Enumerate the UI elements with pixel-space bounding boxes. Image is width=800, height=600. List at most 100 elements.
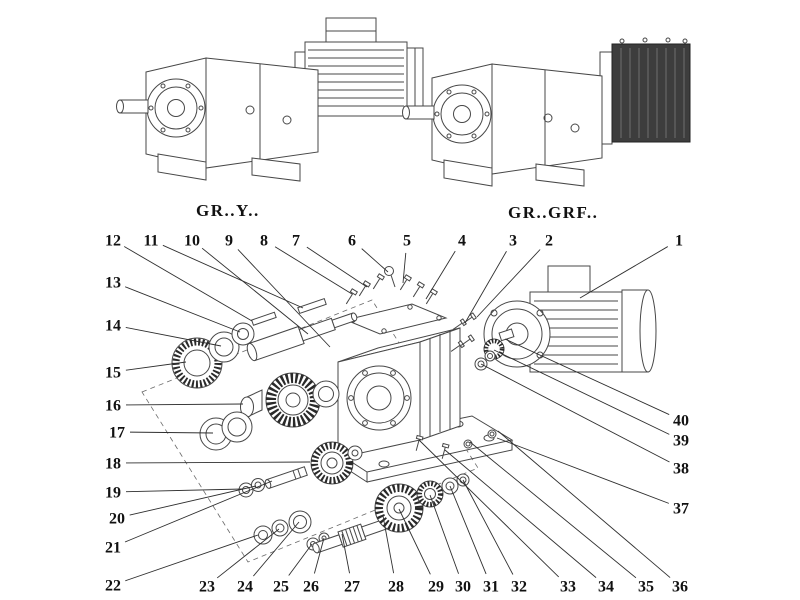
callout-5: 5 (403, 233, 411, 250)
input-shaft-10 (246, 312, 358, 362)
callout-30: 30 (455, 579, 471, 596)
callout-14: 14 (105, 318, 121, 335)
callout-29: 29 (428, 579, 444, 596)
gear-housing-side (205, 57, 319, 169)
foot (251, 157, 301, 182)
callout-40: 40 (673, 413, 689, 430)
callout-11: 11 (143, 233, 158, 250)
vent-plug (384, 266, 396, 288)
leader-line-31 (449, 485, 487, 575)
callout-35: 35 (638, 579, 654, 596)
leader-line-25 (288, 543, 313, 576)
callout-1: 1 (675, 233, 683, 250)
exploded-view (141, 265, 657, 563)
leader-line-26 (313, 537, 325, 574)
leader-line-32 (462, 479, 514, 575)
top-cover (344, 303, 448, 335)
callout-23: 23 (199, 579, 215, 596)
leader-line-39 (493, 349, 670, 435)
bearing-17 (199, 411, 253, 451)
leader-line-21 (124, 480, 273, 543)
gear-housing-side (491, 63, 603, 175)
shaft-21 (264, 466, 308, 489)
leader-line-20 (129, 485, 257, 516)
callout-9: 9 (225, 233, 233, 250)
callout-21: 21 (105, 540, 121, 557)
callout-32: 32 (511, 579, 527, 596)
drawing-gearmotor-gr-grf (402, 37, 691, 187)
leader-line-18 (125, 461, 311, 464)
leader-line-35 (469, 441, 637, 579)
leader-line-8 (274, 246, 353, 295)
callout-2: 2 (545, 233, 553, 250)
pinion-key (498, 328, 515, 342)
leader-line-13 (124, 286, 241, 333)
washers-19-20 (238, 478, 265, 498)
input-shaft (119, 99, 149, 114)
leader-line-15 (125, 361, 187, 371)
callout-15: 15 (105, 365, 121, 382)
leader-line-28 (382, 515, 395, 574)
housing-body (337, 327, 461, 459)
leader-line-33 (418, 439, 560, 578)
callout-17: 17 (109, 425, 125, 442)
leader-line-29 (398, 508, 431, 575)
washers-22-23 (253, 519, 289, 545)
leader-line-37 (496, 437, 670, 504)
foot (443, 159, 493, 187)
motor-bolts-exploded (450, 312, 477, 352)
callout-8: 8 (260, 233, 268, 250)
callout-34: 34 (598, 579, 614, 596)
leader-line-17 (129, 431, 214, 434)
callout-37: 37 (673, 501, 689, 518)
callout-3: 3 (509, 233, 517, 250)
cover-fins (620, 48, 685, 138)
callout-4: 4 (458, 233, 466, 250)
bearing-small (312, 380, 340, 408)
housing-fins (429, 331, 451, 436)
callout-27: 27 (344, 579, 360, 596)
leader-line-14 (125, 327, 222, 347)
big-gear (265, 372, 321, 428)
key-11 (297, 297, 327, 315)
leader-line-24 (253, 521, 300, 577)
leader-line-19 (125, 488, 244, 493)
key-12 (251, 311, 277, 326)
callout-25: 25 (273, 579, 289, 596)
ring-13 (231, 322, 255, 346)
spacer-16 (240, 389, 263, 418)
boss-bolts (434, 89, 490, 139)
terminal-box (547, 265, 591, 295)
leader-line-4 (425, 250, 456, 300)
output-boss (146, 78, 206, 138)
callout-10: 10 (184, 233, 200, 250)
callout-20: 20 (109, 511, 125, 528)
leader-line-6 (361, 248, 389, 273)
callout-22: 22 (105, 578, 121, 595)
leader-line-1 (579, 246, 669, 299)
cover-bolts-exploded (345, 273, 439, 305)
callout-19: 19 (105, 485, 121, 502)
callout-28: 28 (388, 579, 404, 596)
callout-26: 26 (303, 579, 319, 596)
variant-label-gr-y: GR..Y.. (196, 201, 260, 220)
callout-6: 6 (348, 233, 356, 250)
callout-12: 12 (105, 233, 121, 250)
output-bore (346, 365, 412, 431)
leader-line-30 (429, 494, 459, 574)
motor-body (304, 41, 408, 117)
callout-13: 13 (105, 275, 121, 292)
callout-33: 33 (560, 579, 576, 596)
gear-29 (374, 483, 424, 533)
leader-line-23 (216, 528, 280, 579)
leader-line-36 (497, 430, 671, 578)
callout-38: 38 (673, 461, 689, 478)
callout-36: 36 (672, 579, 688, 596)
callout-16: 16 (105, 398, 121, 415)
callout-31: 31 (483, 579, 499, 596)
callout-39: 39 (673, 433, 689, 450)
drawing-gearmotor-gr-y (116, 17, 424, 182)
gear-30 (416, 480, 444, 508)
